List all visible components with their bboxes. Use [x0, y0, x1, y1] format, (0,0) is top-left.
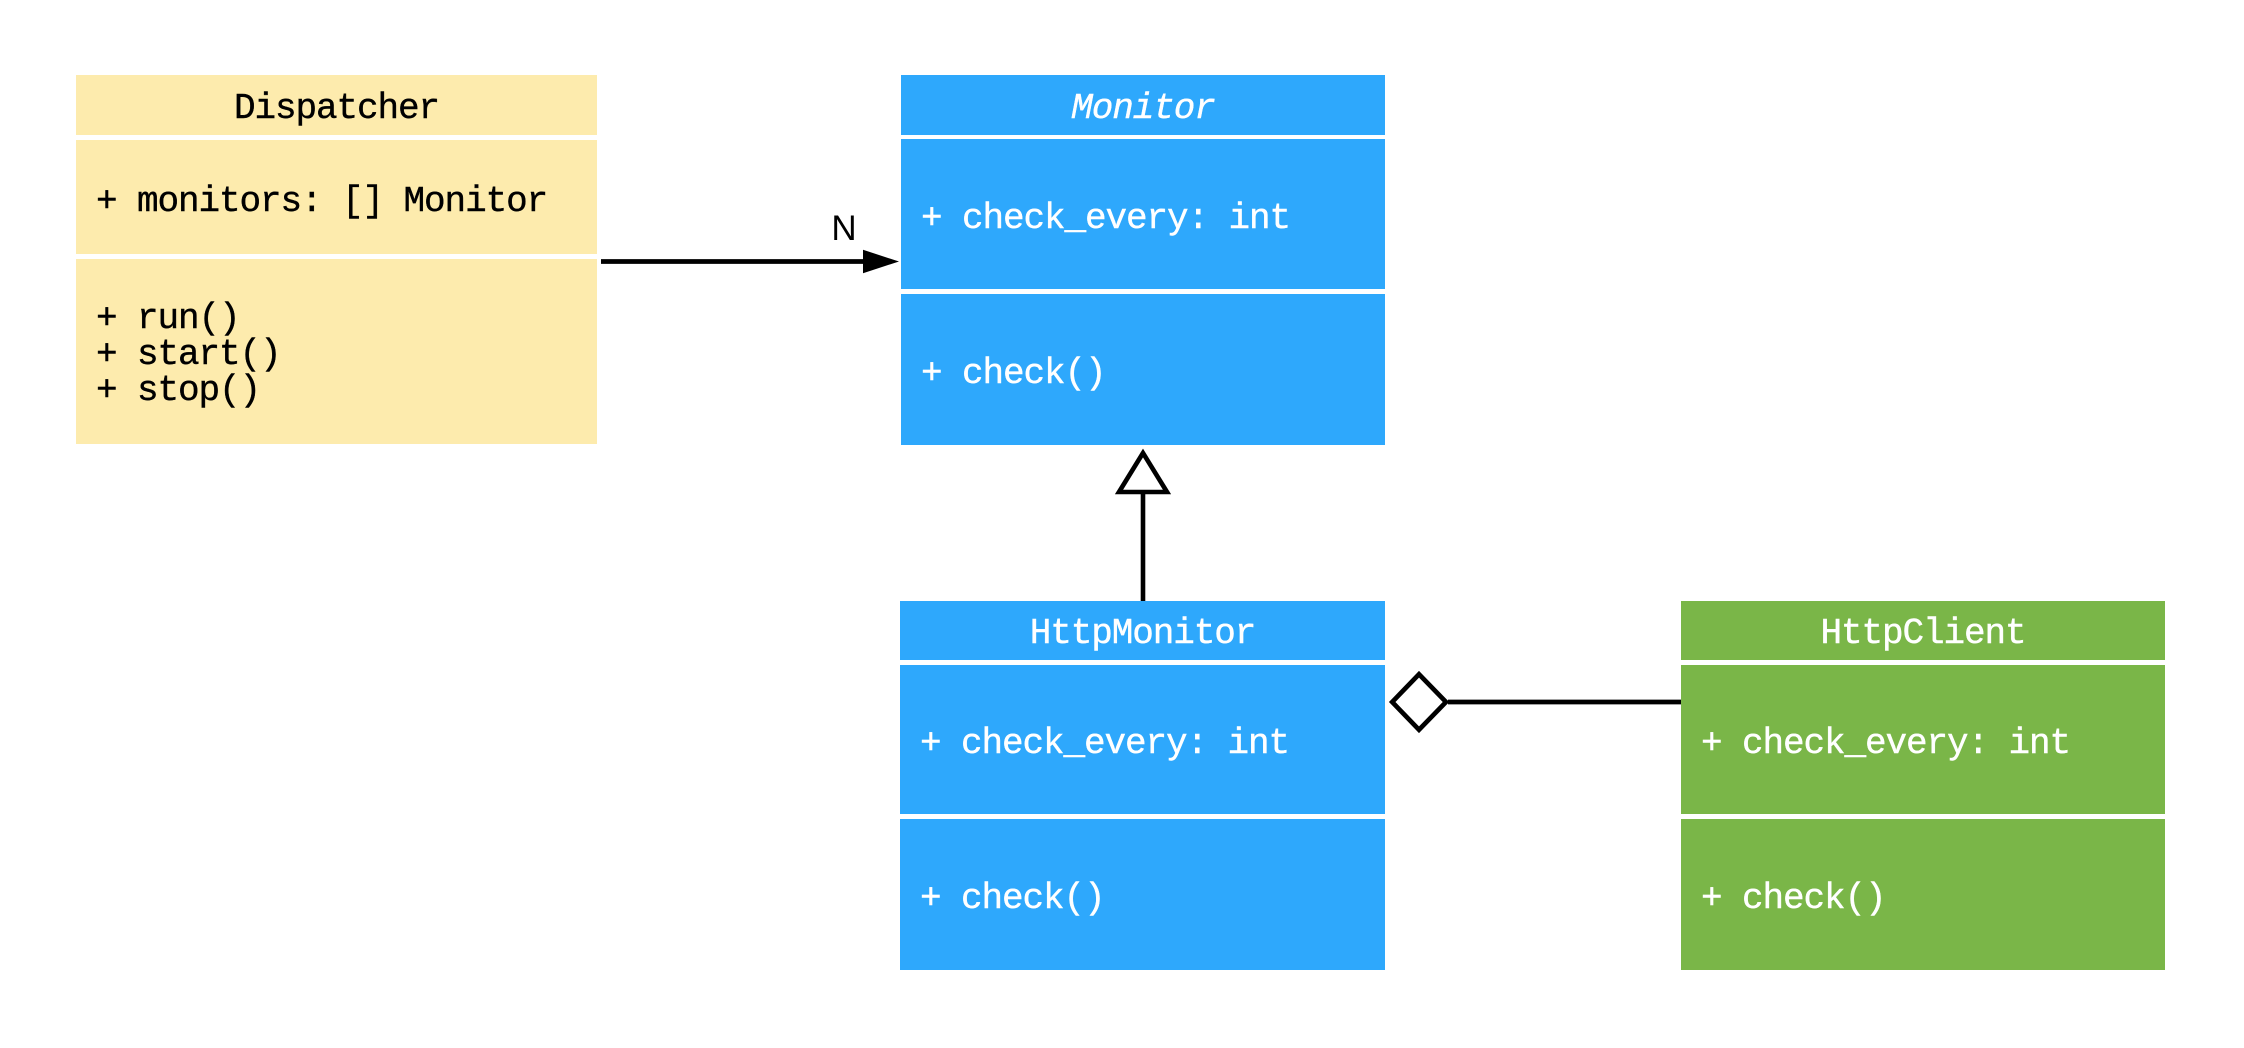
svg-text:N: N — [831, 209, 856, 248]
